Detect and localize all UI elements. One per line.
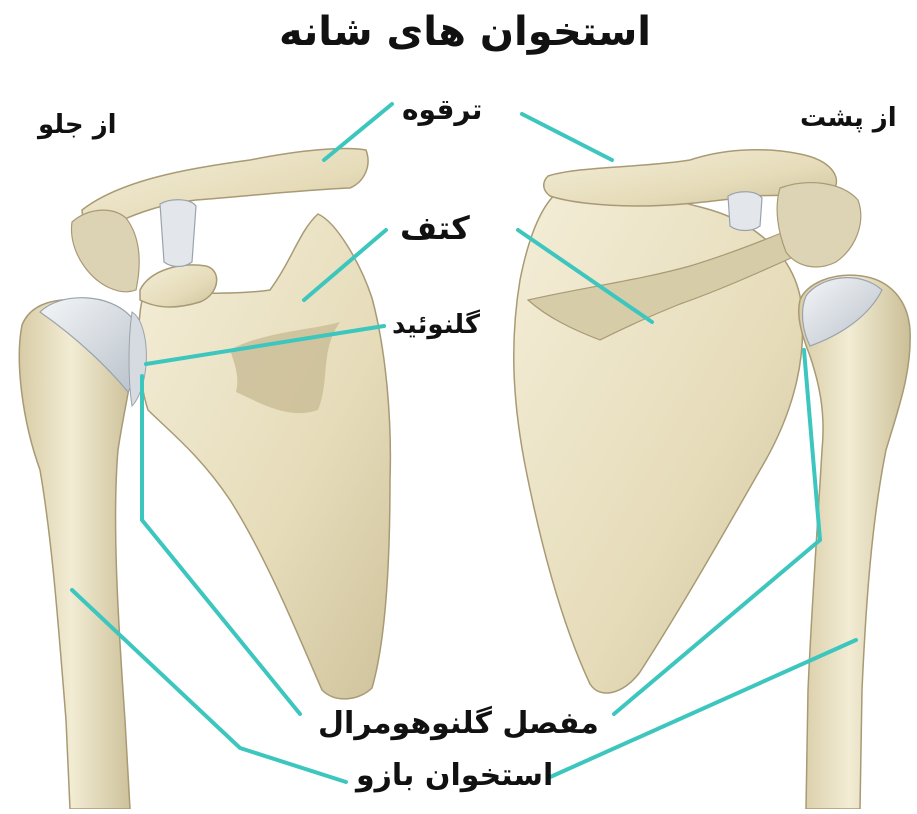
front-acromion [72, 210, 140, 292]
front-ligament [160, 200, 196, 267]
back-acromion [777, 183, 861, 267]
humerus-label: استخوان بازو [356, 761, 553, 791]
scapula-label: کتف [400, 212, 470, 244]
glenoid-label: گلنوئید [392, 312, 480, 338]
leader-clavicle-back [522, 114, 612, 160]
back-view-label: از پشت [800, 105, 897, 131]
diagram-title: استخوان های شانه [260, 12, 670, 52]
back-ligament [728, 192, 762, 231]
front-view-label: از جلو [38, 112, 117, 138]
glenohumeral-joint-label: مفصل گلنوهومرال [318, 709, 599, 739]
clavicle-label: ترقوه [402, 96, 482, 124]
